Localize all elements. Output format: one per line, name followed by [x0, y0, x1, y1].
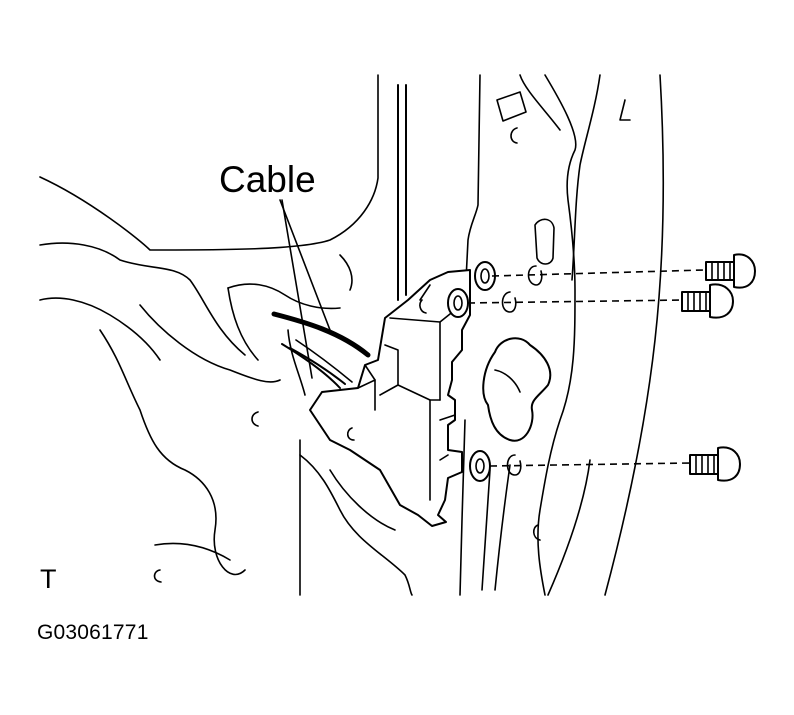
cable — [271, 311, 371, 389]
mounting-holes — [501, 265, 543, 476]
door-latch-assembly — [309, 261, 496, 527]
corner-mark: T — [40, 564, 57, 594]
door-pillar-outline — [397, 74, 665, 596]
door-holes — [153, 91, 631, 583]
screw-middle — [681, 283, 734, 319]
screw-bottom — [689, 446, 741, 482]
screw-top — [705, 253, 756, 289]
striker-opening — [482, 337, 552, 442]
cable-callout-label: Cable — [219, 159, 316, 200]
cable-leader-lines — [279, 199, 331, 379]
figure-id: G03061771 — [37, 621, 149, 644]
body-panel-outline — [39, 74, 413, 596]
screw-alignment-lines — [467, 269, 705, 467]
